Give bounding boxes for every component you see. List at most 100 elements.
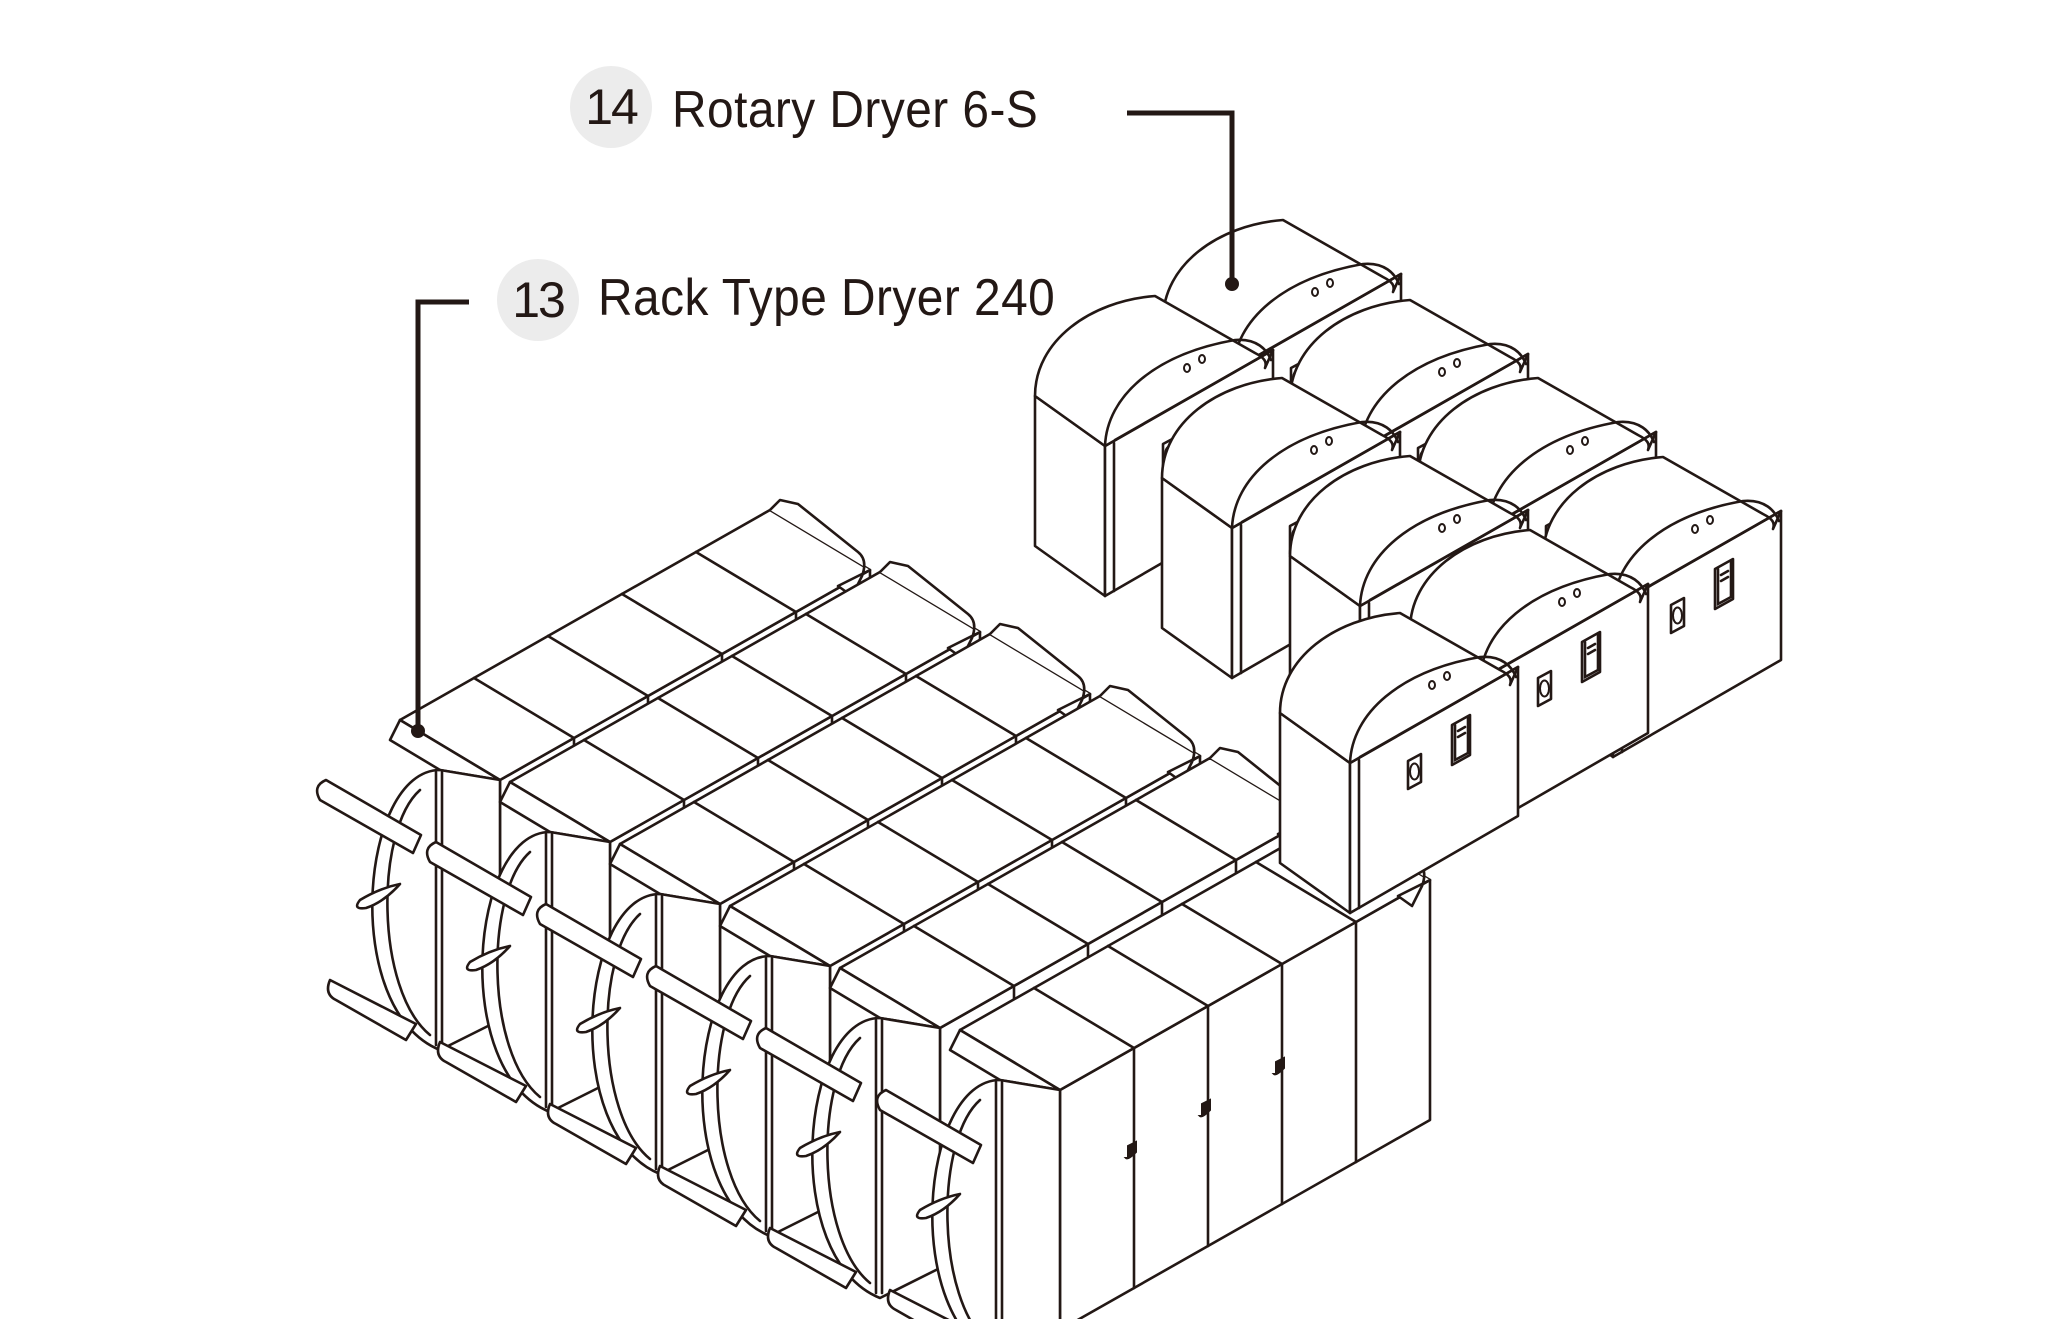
rack-segment-line: [804, 612, 908, 676]
door-handle-icon: [1123, 1140, 1137, 1160]
callout-label-13: Rack Type Dryer 240: [598, 269, 1056, 327]
fan-blade-icon: [465, 944, 512, 972]
rotary-dryer-unit: [1278, 611, 1520, 915]
indicator-light-icon: [1311, 287, 1319, 297]
indicator-light-icon: [1573, 588, 1581, 598]
rack-segment-line: [620, 592, 724, 656]
handle-bar-top: [535, 902, 643, 979]
rotary-hood-seam: [1368, 508, 1530, 602]
handle-bar-top: [875, 1088, 983, 1165]
control-panel-inner: [1716, 560, 1733, 607]
rack-segment-line: [1032, 986, 1136, 1050]
rotary-hood-curve: [1611, 499, 1781, 609]
door-handle-icon: [1271, 1056, 1285, 1076]
rotary-hood-seam: [1240, 430, 1402, 524]
rotary-hood-seam: [1368, 352, 1530, 446]
control-panel-inner: [1583, 633, 1600, 680]
rotary-hood-curve: [1486, 420, 1656, 530]
leader-line-14: [1127, 110, 1235, 284]
rack-segment-line: [840, 716, 944, 780]
rack-dryer-group: [315, 498, 1432, 1324]
control-button-icon: [1456, 725, 1467, 733]
rack-segment-line: [912, 924, 1016, 988]
handle-bar-top: [755, 1026, 863, 1103]
callout-label-14: Rotary Dryer 6-S: [672, 81, 1039, 139]
handle-bar-bottom: [766, 1226, 858, 1290]
indicator-light-icon: [1428, 680, 1436, 690]
indicator-light-icon: [1198, 354, 1206, 364]
handle-bar-bottom: [886, 1288, 960, 1324]
indicator-light-icon: [1183, 363, 1191, 373]
callout-badge-13: 13: [497, 259, 579, 341]
rack-segment-line: [546, 634, 650, 698]
fan-blade-icon: [915, 1192, 962, 1220]
leader-dot-13: [411, 724, 425, 738]
port-icon: [1672, 606, 1683, 625]
indicator-light-icon: [1443, 671, 1451, 681]
rack-segment-line: [802, 862, 906, 926]
leader-dot-14: [1225, 277, 1239, 291]
handle-bar-bottom: [436, 1040, 528, 1104]
rack-segment-line: [950, 778, 1054, 842]
rotary-hood-curve: [1231, 262, 1401, 372]
rotary-hood-seam: [1113, 348, 1275, 442]
handle-bar-top: [645, 964, 753, 1041]
indicator-light-icon: [1325, 436, 1333, 446]
indicator-light-icon: [1438, 367, 1446, 377]
rack-segment-line: [1024, 736, 1128, 800]
port-icon: [1409, 762, 1420, 781]
handle-bar-bottom: [656, 1164, 748, 1228]
rotary-hood-seam: [1241, 272, 1403, 366]
rack-segment-line: [730, 654, 834, 718]
handle-bar-bottom: [326, 978, 418, 1042]
rack-segment-line: [914, 674, 1018, 738]
rack-segment-line: [692, 800, 796, 864]
control-button-icon: [1586, 648, 1597, 656]
indicator-light-icon: [1706, 515, 1714, 525]
port-icon: [1539, 679, 1550, 698]
control-button-icon: [1719, 575, 1730, 583]
door-handle-icon: [1197, 1098, 1211, 1118]
rack-end-curve: [716, 974, 762, 1223]
handle-bar-top: [315, 778, 423, 855]
rotary-hood-curve: [1230, 420, 1400, 530]
control-button-icon: [1719, 569, 1730, 577]
fan-blade-icon: [355, 882, 402, 910]
rack-segment-line: [766, 758, 870, 822]
rotary-hood-curve: [1478, 572, 1648, 682]
callout-number-14: 14: [585, 79, 639, 135]
indicator-light-icon: [1453, 514, 1461, 524]
rack-end-curve: [606, 912, 652, 1161]
rotary-hood-curve: [1358, 342, 1528, 452]
rack-segment-line: [656, 696, 760, 760]
rack-segment-line: [876, 820, 980, 884]
callout-number-13: 13: [512, 272, 566, 328]
indicator-light-icon: [1566, 445, 1574, 455]
rotary-hood-curve: [1348, 655, 1518, 765]
callout-leaders: [411, 110, 1239, 738]
rotary-hood-curve: [1103, 338, 1273, 448]
fan-blade-icon: [575, 1006, 622, 1034]
fan-blade-icon: [795, 1130, 842, 1158]
indicator-light-icon: [1453, 358, 1461, 368]
rotary-hood-seam: [1358, 665, 1520, 759]
rack-segment-line: [1060, 840, 1164, 904]
indicator-light-icon: [1438, 523, 1446, 533]
rack-segment-line: [1180, 902, 1284, 966]
rack-segment-line: [1134, 798, 1238, 862]
rack-segment-line: [472, 676, 576, 740]
rack-segment-line: [1106, 944, 1210, 1008]
rack-segment-line: [986, 882, 1090, 946]
indicator-light-icon: [1326, 278, 1334, 288]
leader-line-13: [415, 299, 469, 731]
handle-bar-bottom: [546, 1102, 638, 1166]
control-panel-inner: [1453, 716, 1470, 763]
callout-badge-14: 14: [570, 66, 652, 148]
rack-end-curve: [386, 788, 432, 1037]
rack-end-curve: [496, 850, 542, 1099]
handle-bar-top: [425, 840, 533, 917]
control-button-icon: [1456, 731, 1467, 739]
rack-segment-line: [694, 550, 798, 614]
